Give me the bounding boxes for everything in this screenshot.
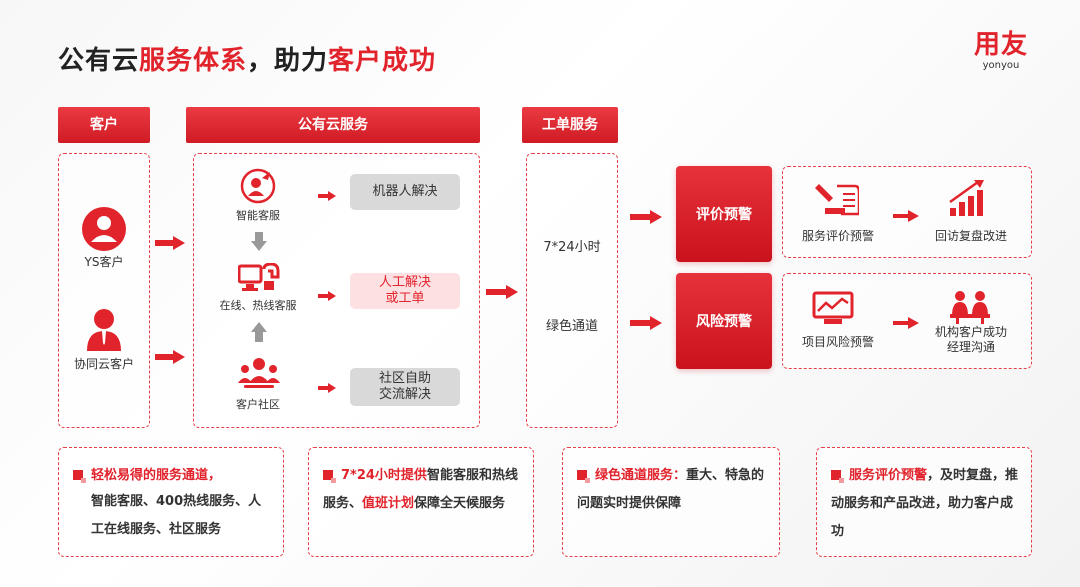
- header-cloud-service: 公有云服务: [186, 107, 480, 143]
- service-label: 客户社区: [236, 398, 280, 411]
- arrow-right-icon: [893, 207, 919, 226]
- customer-label: 协同云客户: [73, 357, 134, 371]
- arrow-right-icon: [318, 286, 336, 305]
- result-pill-community: 社区自助 交流解决: [350, 368, 460, 406]
- result-pill-manual: 人工解决 或工单: [350, 273, 460, 309]
- service-label: 智能客服: [236, 209, 280, 222]
- arrow-right-icon: [630, 209, 662, 228]
- yonyou-logo: 用友 yonyou: [973, 30, 1028, 71]
- risk-warning-block: 风险预警: [676, 273, 772, 369]
- bottom-box-green: 绿色通道服务：重大、特急的问题实时提供保障: [562, 447, 780, 557]
- result-pill-robot: 机器人解决: [350, 174, 460, 210]
- community-icon: [238, 355, 280, 395]
- bullet-icon: [831, 470, 844, 483]
- bullet-icon: [323, 470, 336, 483]
- ticket-green-channel: 绿色通道: [545, 319, 598, 334]
- header-ticket-service: 工单服务: [522, 107, 618, 143]
- customer-panel: [58, 153, 150, 428]
- rating-warning-detail: [782, 166, 1032, 258]
- person-icon: [81, 206, 127, 256]
- arrow-right-icon: [630, 315, 662, 334]
- service-label: 在线、热线客服: [219, 299, 297, 312]
- rating-warning-block: 评价预警: [676, 166, 772, 262]
- growth-chart-icon: [948, 180, 988, 222]
- warning-item-label: 服务评价预警: [801, 229, 874, 243]
- warning-item-label: 机构客户成功 经理沟通: [934, 325, 1007, 354]
- ticket-panel: [526, 153, 618, 428]
- customer-label: YS客户: [84, 255, 124, 269]
- arrow-right-icon: [155, 235, 185, 254]
- online-service-icon: [237, 262, 280, 297]
- page-title: 公有云服务体系，助力客户成功: [58, 46, 437, 76]
- meeting-icon: [950, 290, 990, 328]
- arrow-down-icon: [251, 232, 267, 256]
- bullet-icon: [577, 470, 590, 483]
- bullet-icon: [73, 470, 86, 483]
- warning-item-label: 项目风险预警: [801, 335, 874, 349]
- arrow-right-icon: [893, 314, 919, 333]
- chat-bot-icon: [240, 168, 276, 208]
- header-customer: 客户: [58, 107, 150, 143]
- arrow-up-icon: [251, 322, 267, 346]
- rating-warning-icon: [815, 180, 861, 224]
- bottom-box-247: 7*24小时提供智能客服和热线服务、值班计划保障全天候服务: [308, 447, 534, 557]
- warning-item-label: 回访复盘改进: [934, 229, 1007, 243]
- arrow-right-icon: [318, 378, 336, 397]
- bottom-box-channel: 轻松易得的服务通道，智能客服、400热线服务、人工在线服务、社区服务: [58, 447, 284, 557]
- arrow-right-icon: [155, 349, 185, 368]
- arrow-right-icon: [318, 186, 336, 205]
- person-icon: [85, 307, 123, 355]
- bottom-box-rating: 服务评价预警，及时复盘，推动服务和产品改进，助力客户成功: [816, 447, 1032, 557]
- ticket-247: 7*24小时: [543, 240, 601, 255]
- risk-monitor-icon: [812, 291, 854, 331]
- arrow-right-icon: [486, 284, 518, 303]
